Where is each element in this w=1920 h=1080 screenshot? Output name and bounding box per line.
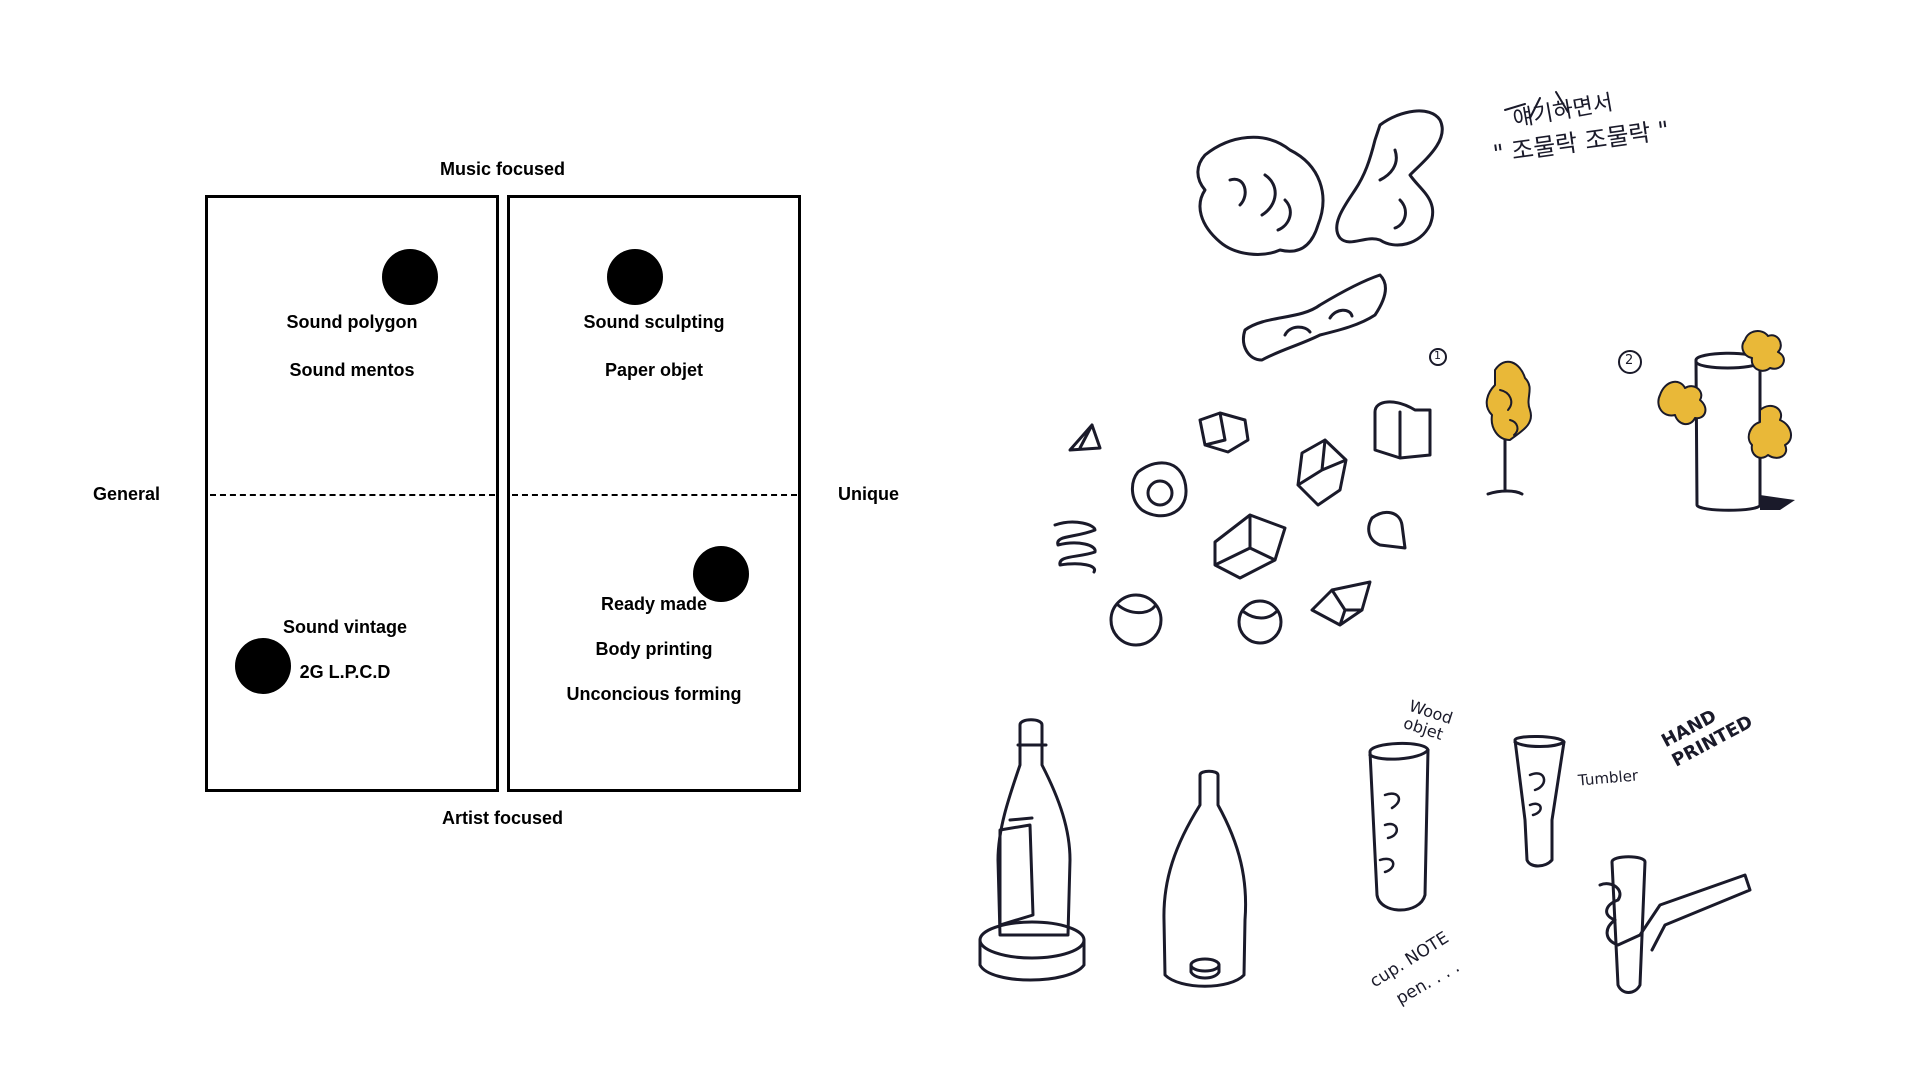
hand xyxy=(1598,873,1752,952)
lamp-stand xyxy=(1486,438,1524,496)
wood-objet-cup xyxy=(1368,741,1430,912)
solid-sphere-1 xyxy=(1109,593,1163,647)
right-divider xyxy=(512,494,797,496)
axis-label-top: Music focused xyxy=(440,159,566,179)
label-sound-vintage: Sound vintage xyxy=(282,617,407,637)
dot-bottom-left xyxy=(235,638,291,694)
cylinder-shadow xyxy=(1760,495,1795,510)
axis-label-right: Unique xyxy=(838,484,899,504)
clay-form-3-detail xyxy=(1283,308,1354,337)
solid-gem xyxy=(1198,411,1250,454)
bottle-1 xyxy=(996,718,1072,937)
clay-form-3 xyxy=(1242,273,1387,362)
solid-tetra xyxy=(1068,423,1102,452)
solid-ring-hole xyxy=(1146,479,1174,507)
axis-label-bottom: Artist focused xyxy=(442,808,564,828)
tumbler xyxy=(1513,735,1566,868)
axis-label-left: General xyxy=(93,484,161,504)
label-ready-made: Ready made xyxy=(600,594,708,614)
solid-cone xyxy=(1367,510,1407,550)
bottle-1-base xyxy=(978,920,1086,960)
label-unconcious-forming: Unconcious forming xyxy=(566,684,742,704)
marker-1-circle xyxy=(1429,348,1447,366)
yellow-piece-1 xyxy=(1741,330,1785,372)
yellow-piece-2 xyxy=(1657,380,1707,426)
label-2g-lpcd: 2G L.P.C.D xyxy=(299,662,391,682)
left-panel xyxy=(205,195,499,792)
bottle-1-label xyxy=(998,816,1035,927)
dot-top-right xyxy=(607,249,663,305)
bottle-2-base xyxy=(1189,957,1221,973)
label-sound-polygon: Sound polygon xyxy=(286,312,418,332)
clay-form-1-detail xyxy=(1228,173,1292,232)
label-body-printing: Body printing xyxy=(595,639,713,659)
solid-half-cyl xyxy=(1373,400,1432,460)
clay-form-1 xyxy=(1196,135,1325,256)
dot-top-left xyxy=(382,249,438,305)
solid-diamond xyxy=(1310,580,1372,627)
solid-prism xyxy=(1213,513,1287,580)
label-paper-objet: Paper objet xyxy=(604,360,704,380)
marker-2-label: 2 xyxy=(1625,353,1634,368)
lamp-yellow-form xyxy=(1485,360,1532,441)
yellow-piece-3 xyxy=(1747,404,1792,459)
marker-1-label: 1 xyxy=(1434,349,1441,362)
left-divider xyxy=(210,494,495,496)
solid-spring xyxy=(1053,520,1097,574)
clay-form-2 xyxy=(1335,109,1444,247)
solid-ring xyxy=(1131,461,1188,518)
right-panel xyxy=(507,195,801,792)
label-sound-sculpting: Sound sculpting xyxy=(583,312,725,332)
clay-form-2-detail xyxy=(1378,148,1407,230)
bottle-2 xyxy=(1162,769,1248,988)
label-sound-mentos: Sound mentos xyxy=(289,360,415,380)
marker-2-circle xyxy=(1618,350,1642,374)
hand-cup xyxy=(1610,855,1647,994)
dot-bottom-right xyxy=(693,546,749,602)
solid-cube xyxy=(1296,438,1348,507)
solid-sphere-2 xyxy=(1237,599,1283,645)
